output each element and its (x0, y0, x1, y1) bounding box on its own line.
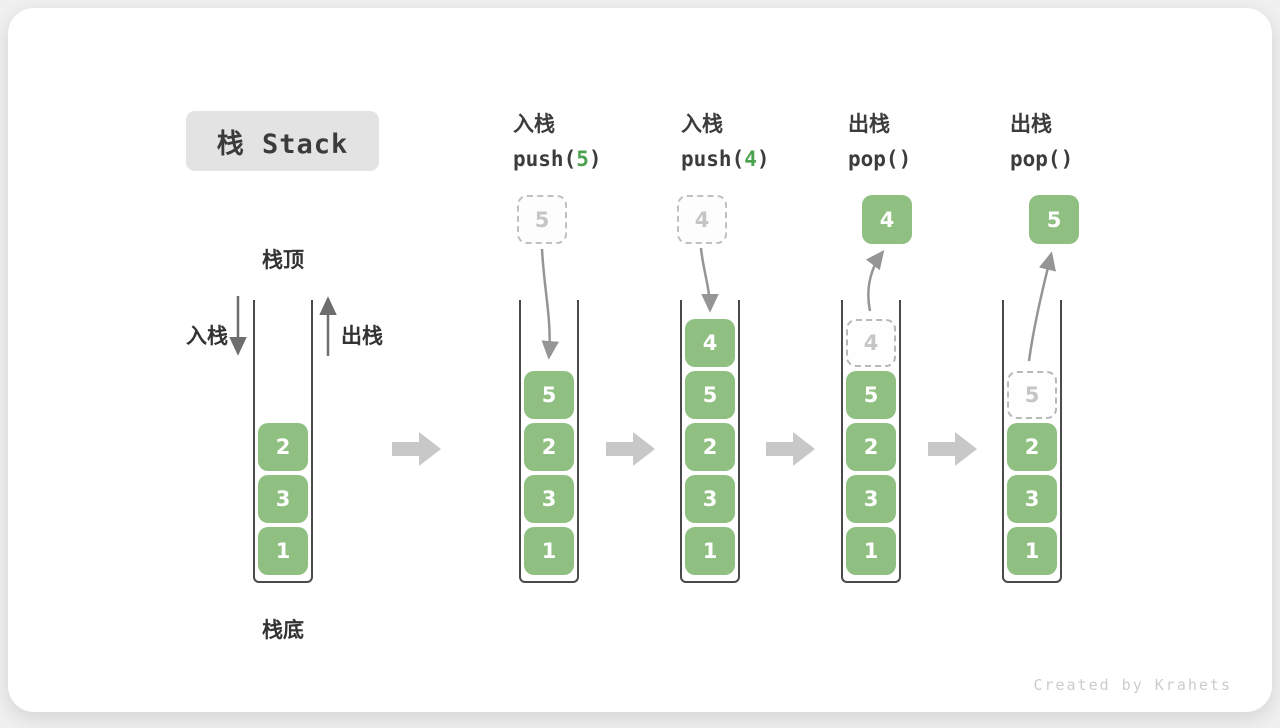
stack-item: 3 (685, 475, 735, 523)
stack-item: 5 (846, 371, 896, 419)
code-post: ) (898, 147, 912, 171)
stack-item-ghost: 5 (1007, 371, 1057, 419)
stack-item: 5 (685, 371, 735, 419)
stack-item: 4 (685, 319, 735, 367)
floating-value-pop-5: 5 (1029, 195, 1079, 244)
stack-item: 2 (846, 423, 896, 471)
title-box: 栈 Stack (186, 111, 379, 171)
push-side-label: 入栈 (186, 324, 228, 348)
stack-item: 2 (524, 423, 574, 471)
floating-value-push-4: 4 (677, 195, 727, 244)
transition-arrow-icon (392, 432, 441, 466)
code-arg: 4 (744, 147, 757, 171)
stack-item: 3 (258, 475, 308, 523)
code-post: ) (756, 147, 770, 171)
code-pre: push( (513, 147, 577, 171)
stack-item: 5 (524, 371, 574, 419)
code-pre: pop( (1010, 147, 1061, 171)
transition-arrow-icon (928, 432, 977, 466)
stack-top-label: 栈顶 (262, 248, 304, 272)
stack-item: 3 (524, 475, 574, 523)
operation-header-pop-5: 出栈 pop() (1010, 107, 1073, 177)
operation-label: 入栈 (513, 112, 555, 136)
code-arg: 5 (576, 147, 589, 171)
code-post: ) (588, 147, 602, 171)
floating-value-push-5: 5 (517, 195, 567, 244)
stack-item: 3 (846, 475, 896, 523)
code-pre: pop( (848, 147, 899, 171)
watermark: Created by Krahets (1033, 676, 1232, 694)
stack-item: 2 (258, 423, 308, 471)
stack-item-ghost: 4 (846, 319, 896, 367)
code-pre: push( (681, 147, 745, 171)
stack-item: 2 (685, 423, 735, 471)
stack-item: 3 (1007, 475, 1057, 523)
stack-item: 1 (1007, 527, 1057, 575)
transition-arrow-icon (606, 432, 655, 466)
stack-item: 1 (258, 527, 308, 575)
operation-label: 入栈 (681, 112, 723, 136)
pop-side-label: 出栈 (341, 324, 383, 348)
operation-label: 出栈 (1010, 112, 1052, 136)
transition-arrow-icon (766, 432, 815, 466)
floating-value-pop-4: 4 (862, 195, 912, 244)
operation-label: 出栈 (848, 112, 890, 136)
operation-header-push-4: 入栈 push(4) (681, 107, 770, 177)
operation-code: push(4) (681, 142, 770, 177)
operation-header-pop-4: 出栈 pop() (848, 107, 911, 177)
stack-item: 2 (1007, 423, 1057, 471)
page-title: 栈 Stack (216, 128, 349, 160)
operation-header-push-5: 入栈 push(5) (513, 107, 602, 177)
stack-item: 1 (846, 527, 896, 575)
code-post: ) (1060, 147, 1074, 171)
operation-code: pop() (1010, 142, 1073, 177)
stack-item: 1 (685, 527, 735, 575)
operation-code: push(5) (513, 142, 602, 177)
stack-item: 1 (524, 527, 574, 575)
stack-bottom-label: 栈底 (262, 618, 304, 642)
operation-code: pop() (848, 142, 911, 177)
